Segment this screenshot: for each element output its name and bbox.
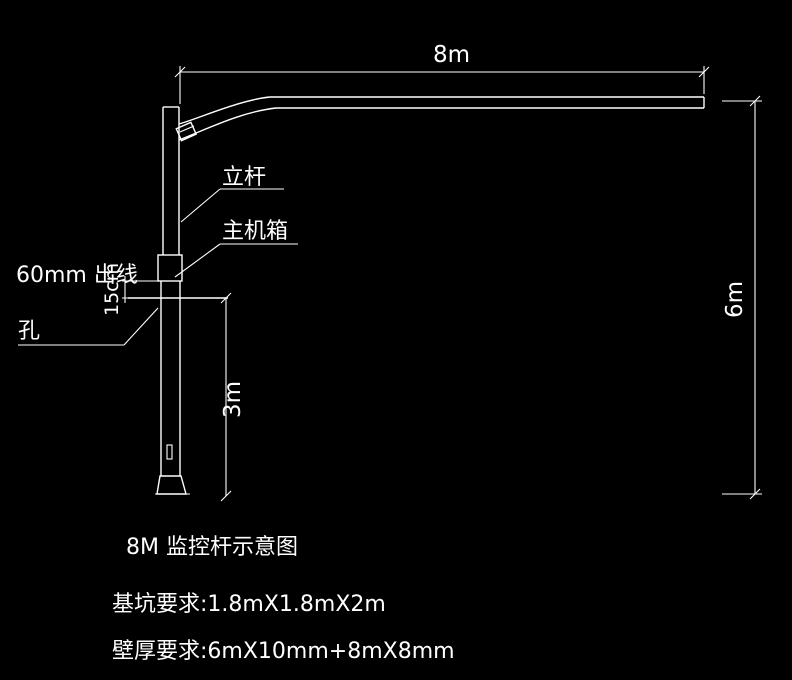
pole-upper <box>162 106 180 255</box>
dimension-depth <box>220 292 232 502</box>
label-control-box: 主机箱 <box>222 219 288 244</box>
dimension-height <box>722 95 762 500</box>
label-cable-hole-1: 60mm 出线 <box>16 263 138 288</box>
height-label: 6m <box>722 281 748 318</box>
depth-label: 3m <box>220 381 246 418</box>
label-cable-hole-2: 孔 <box>18 319 40 344</box>
label-pole: 立杆 <box>222 165 266 190</box>
note-wall-thickness: 壁厚要求:6mX10mm+8mX8mm <box>112 639 455 664</box>
dimension-hole <box>122 276 159 303</box>
note-pit: 基坑要求:1.8mX1.8mX2m <box>112 592 386 617</box>
diagram-title: 8M 监控杆示意图 <box>126 535 298 560</box>
pole-arm <box>178 96 705 141</box>
dimension-width <box>174 66 710 104</box>
leader-cable-hole <box>123 307 159 346</box>
camera-head <box>175 121 198 142</box>
width-label: 8m <box>433 42 470 68</box>
pole-lower <box>160 281 181 476</box>
pole-base <box>156 475 187 495</box>
leader-control-box <box>174 243 221 278</box>
hole-label: 15cm <box>101 263 123 316</box>
leader-pole <box>180 188 221 223</box>
control-box <box>157 254 183 282</box>
